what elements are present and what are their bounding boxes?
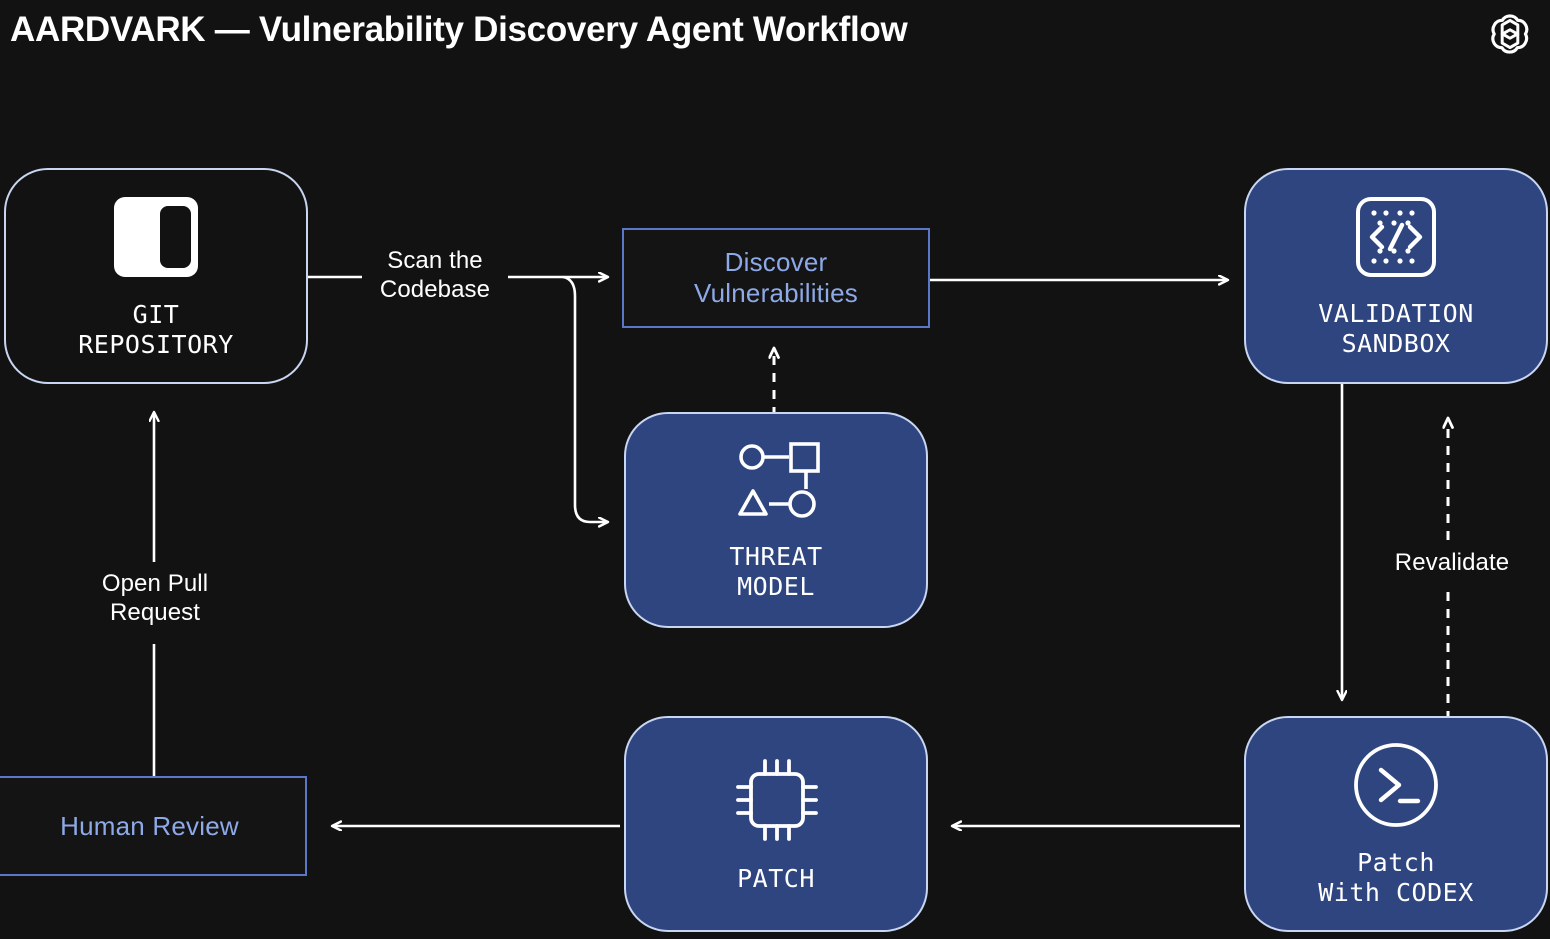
node-discover-vulnerabilities[interactable]: Discover Vulnerabilities — [622, 228, 930, 328]
cpu-chip-icon — [730, 755, 822, 850]
node-patch[interactable]: PATCH — [624, 716, 928, 932]
openai-logo-icon — [1484, 8, 1536, 60]
node-graph-icon — [728, 439, 824, 528]
terminal-prompt-icon — [1352, 741, 1440, 834]
node-git-repository[interactable]: GIT REPOSITORY — [4, 168, 308, 384]
repository-icon — [110, 193, 202, 286]
node-label-human-review: Human Review — [60, 810, 239, 841]
page-title: AARDVARK — Vulnerability Discovery Agent… — [10, 10, 908, 49]
edge-label-scan-the-codebase: Scan the Codebase — [379, 247, 491, 303]
node-threat-model[interactable]: THREAT MODEL — [624, 412, 928, 628]
node-label-discover-vulnerabilities: Discover Vulnerabilities — [694, 247, 858, 308]
node-patch-with-codex[interactable]: Patch With CODEX — [1244, 716, 1548, 932]
code-brackets-icon — [1353, 194, 1439, 285]
edge-label-revalidate: Revalidate — [1394, 549, 1510, 576]
edge-label-open-pull-request: Open Pull Request — [101, 570, 209, 626]
edge-scan-branch-to-threat-model — [562, 275, 608, 522]
node-label-patch-with-codex: Patch With CODEX — [1318, 848, 1474, 907]
node-human-review[interactable]: Human Review — [0, 776, 307, 876]
node-label-validation-sandbox: VALIDATION SANDBOX — [1318, 299, 1474, 358]
node-label-patch: PATCH — [737, 863, 815, 893]
node-label-git-repository: GIT REPOSITORY — [78, 300, 234, 359]
node-validation-sandbox[interactable]: VALIDATION SANDBOX — [1244, 168, 1548, 384]
node-label-threat-model: THREAT MODEL — [729, 542, 823, 601]
